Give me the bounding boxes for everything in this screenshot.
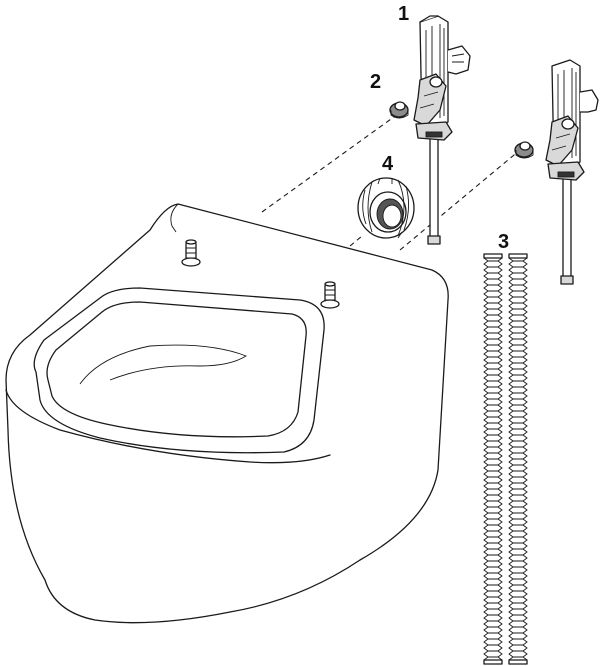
part-1-bracket-left	[413, 15, 471, 245]
callout-2: 2	[370, 71, 381, 93]
part-2-nut-left	[389, 101, 409, 119]
callout-4: 4	[382, 153, 394, 175]
part-4-connector-sleeve	[357, 177, 415, 239]
bowl-side-edge	[170, 203, 179, 233]
spacer-strip-right	[508, 253, 528, 665]
bowl-rim-front	[5, 389, 331, 464]
callout-1: 1	[398, 3, 409, 25]
part-3-spacer-strips	[483, 253, 528, 665]
part-2-nut-right	[514, 141, 534, 159]
part-1-bracket-right	[545, 59, 599, 285]
bowl-basin	[46, 301, 307, 438]
spacer-strip-left	[483, 253, 503, 665]
bowl-inner-contour	[79, 344, 248, 385]
callout-3: 3	[498, 231, 509, 253]
wall-hung-toilet-bowl	[5, 203, 449, 624]
bowl-rim-inner	[33, 287, 325, 454]
assembly-guide-lines	[261, 113, 521, 251]
fixing-stud-right	[320, 281, 340, 309]
fixing-stud-left	[181, 239, 201, 267]
